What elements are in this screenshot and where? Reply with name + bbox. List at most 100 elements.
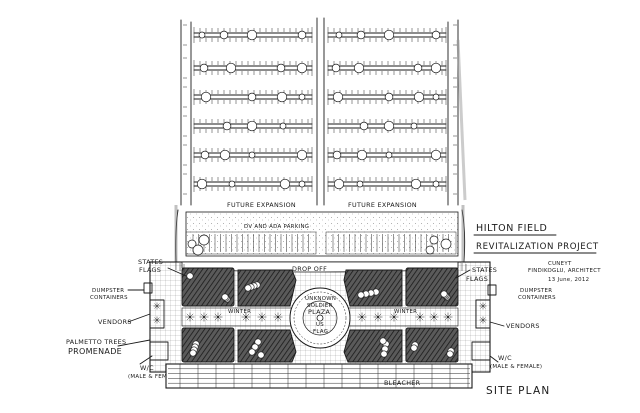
plaza-label-3: PLAZA <box>308 308 331 316</box>
tree-icon <box>380 350 388 358</box>
garden-bed-sw <box>181 327 235 363</box>
tree-icon <box>198 31 206 39</box>
parking-row <box>193 89 313 105</box>
tree-icon <box>432 93 440 101</box>
wc-left-label-2: (MALE & FEMALE) <box>128 374 180 380</box>
garden-bed-n-right <box>343 269 403 307</box>
title-block: HILTON FIELD REVITALIZATION PROJECT CUNE… <box>473 223 601 397</box>
tree-icon <box>425 245 435 255</box>
tree-icon <box>297 30 307 40</box>
tree-icon <box>335 31 343 39</box>
palm-tree-icon <box>479 302 487 310</box>
tree-icon <box>276 91 288 103</box>
tree-icon <box>200 91 212 103</box>
wc-left-label-1: W/C <box>140 364 154 372</box>
tree-icon <box>228 180 236 188</box>
palm-tree-icon <box>415 312 425 322</box>
tree-icon <box>225 62 237 74</box>
parking-row <box>193 147 313 163</box>
tree-icon <box>333 178 345 190</box>
tree-icon <box>332 91 344 103</box>
bleacher <box>165 363 473 389</box>
tree-icon <box>413 63 423 73</box>
palm-tree-icon <box>241 312 251 322</box>
tree-icon <box>430 62 442 74</box>
tree-icon <box>192 244 204 256</box>
tree-icon <box>221 293 229 301</box>
drop-off-label: DROP OFF <box>292 265 327 273</box>
tree-icon <box>410 178 422 190</box>
parking-row <box>327 27 447 43</box>
tree-icon <box>248 151 256 159</box>
palm-tree-icon <box>273 312 283 322</box>
tree-icon <box>446 350 454 358</box>
tree-icon <box>219 149 231 161</box>
tree-icon <box>279 122 287 130</box>
future-expansion-parking <box>183 24 457 195</box>
project-title-line1: HILTON FIELD <box>476 223 547 234</box>
palm-tree-icon <box>443 312 453 322</box>
plaza-label-2: SOLDIER <box>307 303 333 309</box>
tree-icon <box>357 291 365 299</box>
parking-row <box>193 27 313 43</box>
wc-right <box>471 341 499 363</box>
plaza-label-4: US <box>316 322 324 328</box>
palm-tree-icon <box>429 312 439 322</box>
future-expansion-label-right: FUTURE EXPANSION <box>348 201 417 209</box>
dumpster-left-label-1: DUMPSTER <box>92 288 124 294</box>
parking-row <box>327 147 447 163</box>
ada-parking-area <box>185 211 459 257</box>
tree-icon <box>198 234 210 246</box>
states-flags-right-label-2: FLAGS <box>466 275 488 283</box>
garden-bed-se <box>405 327 459 363</box>
promenade-label-1: PALMETTO TREES <box>66 338 126 346</box>
palm-tree-icon <box>153 316 161 324</box>
parking-row <box>327 118 447 134</box>
states-flags-right-icon <box>455 262 471 279</box>
plaza-label-5: FLAG <box>313 329 328 335</box>
tree-icon <box>296 149 308 161</box>
garden-bed-n-left <box>237 269 297 307</box>
us-flag-pole-icon <box>316 314 324 322</box>
vendors-left-label: VENDORS <box>98 318 132 326</box>
tree-icon <box>187 239 197 249</box>
parking-row <box>327 60 447 76</box>
parking-row <box>327 89 447 105</box>
tree-icon <box>189 349 197 357</box>
tree-icon <box>246 29 258 41</box>
palm-tree-icon <box>213 312 223 322</box>
palm-tree-icon <box>357 312 367 322</box>
tree-icon <box>248 348 256 356</box>
tree-icon <box>383 120 395 132</box>
palm-tree-icon <box>389 312 399 322</box>
bleacher-label: BLEACHER <box>384 379 421 387</box>
tree-icon <box>296 62 308 74</box>
garden-bed-ne <box>405 267 459 307</box>
promenade-label-2: PROMENADE <box>68 347 122 356</box>
tree-icon <box>440 290 448 298</box>
tree-icon <box>383 29 395 41</box>
garden-trees <box>186 272 455 359</box>
tree-icon <box>353 62 365 74</box>
author-line1: CUNEYT <box>548 261 572 267</box>
palm-tree-icon <box>257 312 267 322</box>
parking-label: DV AND ADA PARKING <box>244 224 309 230</box>
parking-row <box>193 60 313 76</box>
tree-icon <box>199 63 209 73</box>
dumpster-left-label-2: CONTAINERS <box>90 295 128 301</box>
sheet-title: SITE PLAN <box>486 385 550 397</box>
tree-icon <box>440 238 452 250</box>
tree-icon <box>430 149 442 161</box>
dumpster-right-label-2: CONTAINERS <box>518 295 556 301</box>
garden-bed-s-left <box>237 329 297 363</box>
tree-icon <box>276 63 286 73</box>
palm-tree-icon <box>479 316 487 324</box>
tree-icon <box>385 151 393 159</box>
palmetto-trees <box>153 302 487 324</box>
vendors-right <box>475 299 505 329</box>
palm-tree-icon <box>199 312 209 322</box>
winter-label-right: WINTER <box>394 309 417 315</box>
tree-icon <box>298 180 306 188</box>
tree-icon <box>247 92 257 102</box>
